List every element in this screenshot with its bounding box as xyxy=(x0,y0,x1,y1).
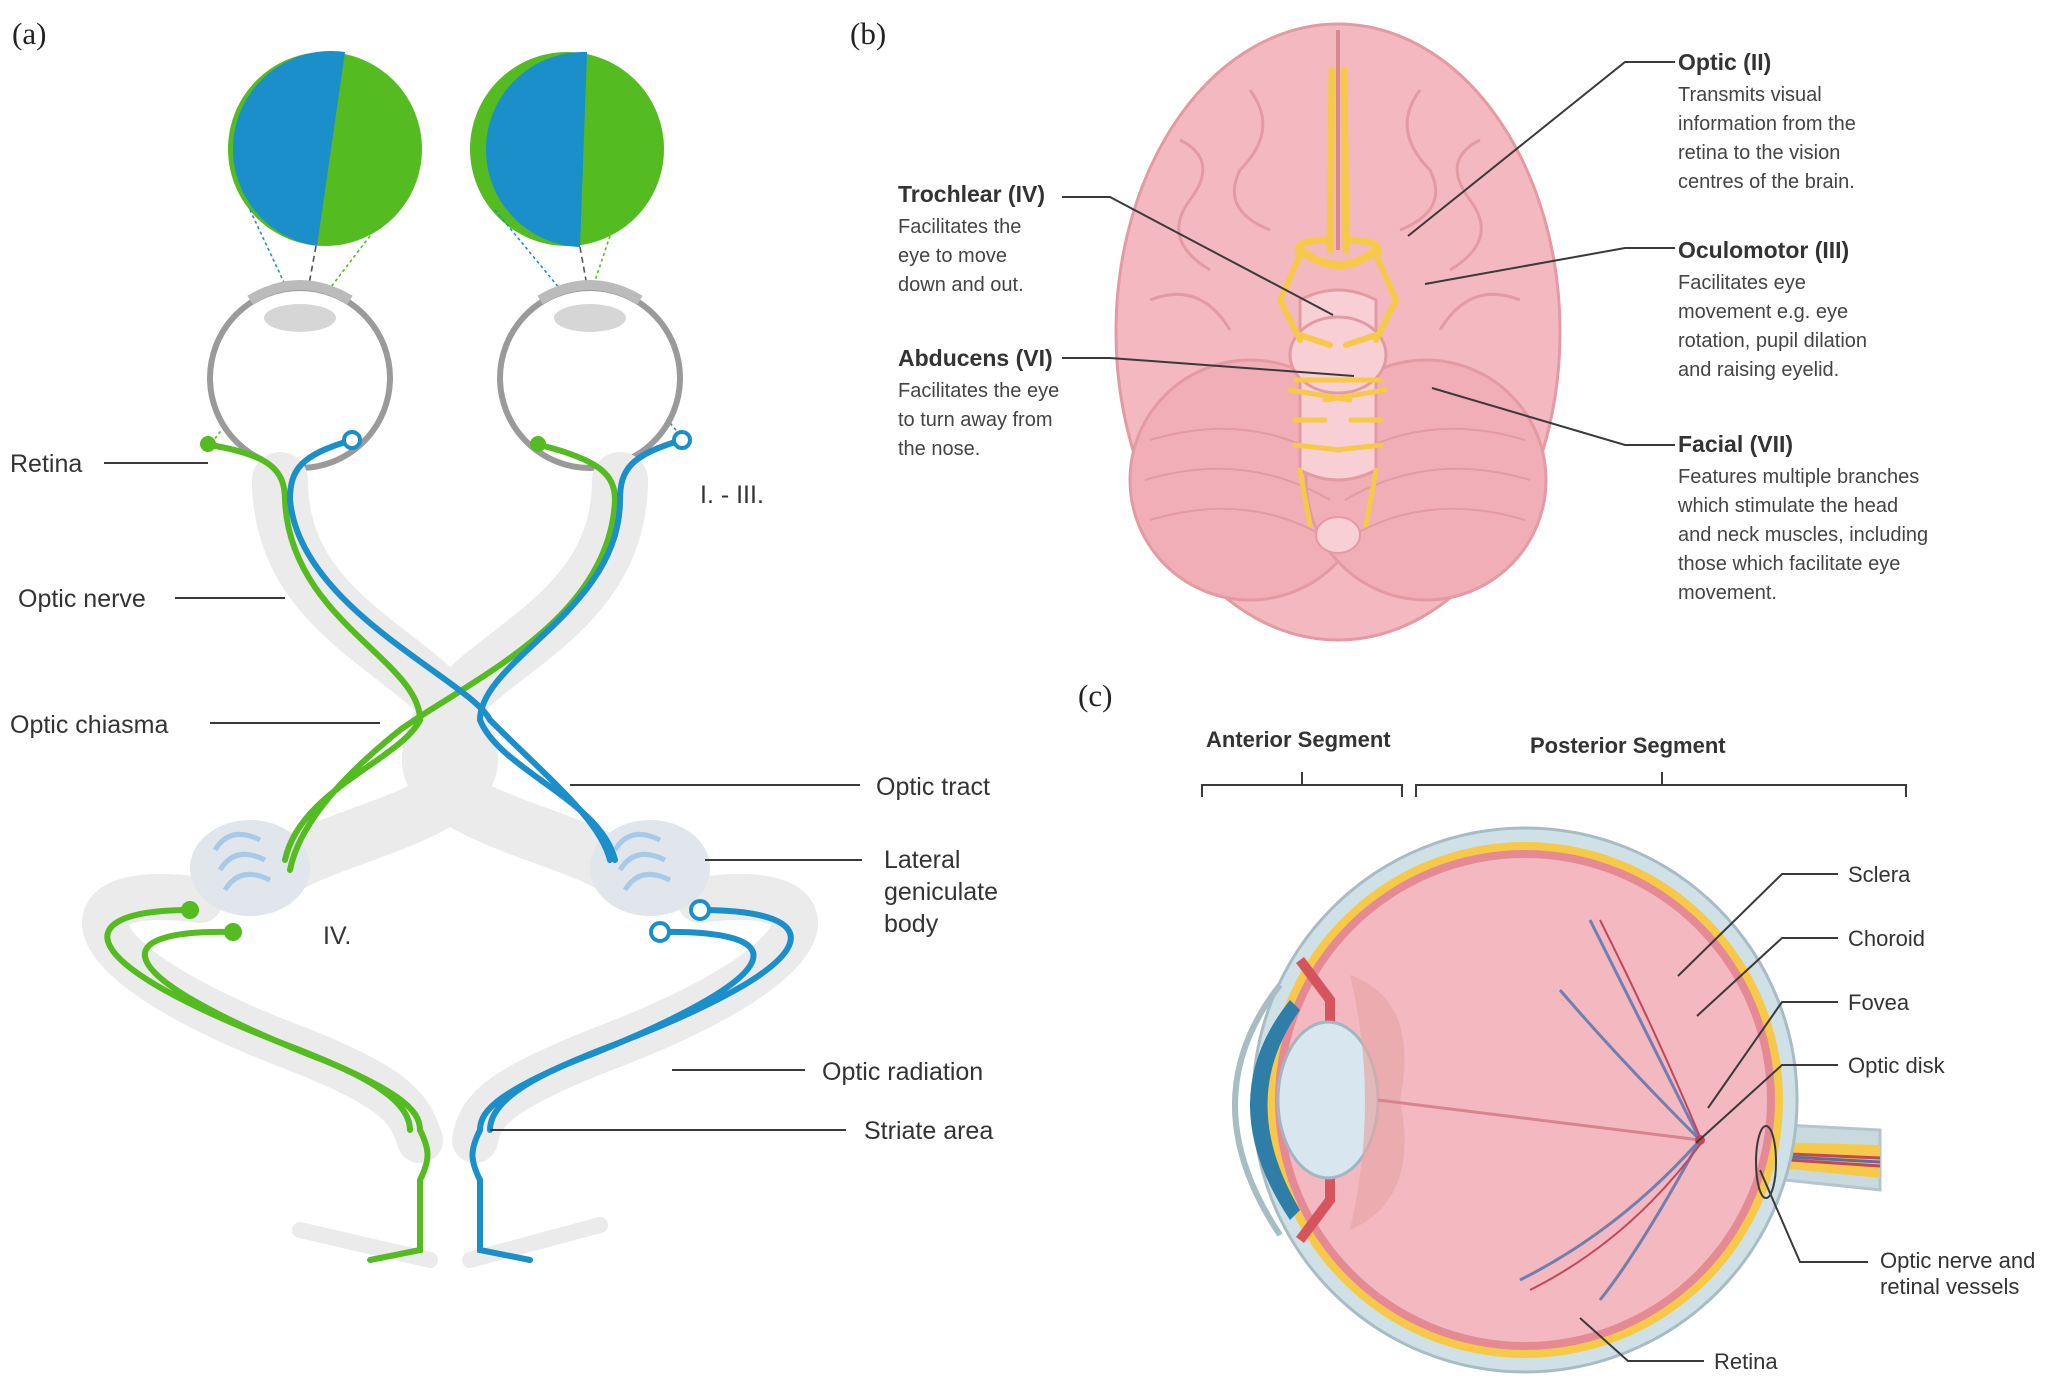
left-eye-nasal-retina-point xyxy=(342,430,362,450)
cranial-nerve-leaders xyxy=(1062,61,1675,446)
label-striate-area: Striate area xyxy=(864,1117,993,1145)
right-lateral-geniculate-body xyxy=(590,820,710,916)
panel-a-letter: (a) xyxy=(12,16,46,51)
nerve-desc-facial-vii-line-3: and neck muscles, including xyxy=(1678,524,1928,546)
nerve-desc-abducens-vi-line-2: to turn away from xyxy=(898,409,1053,431)
cranial-nerves-illustration xyxy=(1276,66,1400,528)
brain-illustration xyxy=(1114,22,1562,642)
panel-b-letter: (b) xyxy=(850,16,886,51)
leader-fovea xyxy=(1707,1001,1838,1109)
eye-cross-section xyxy=(1232,826,1882,1374)
leader-abducens-vi xyxy=(1062,357,1355,377)
nerve-title-abducens-vi: Abducens (VI) xyxy=(898,345,1053,371)
label-optic-nerve: Optic nerve xyxy=(18,585,146,613)
leader-trochlear-iv xyxy=(1062,196,1334,316)
nerve-desc-optic-ii-line-2: information from the xyxy=(1678,113,1856,135)
bracket-posterior xyxy=(1415,784,1907,797)
label-anterior-segment: Anterior Segment xyxy=(1206,727,1391,752)
label-posterior-segment: Posterior Segment xyxy=(1530,733,1726,758)
nerve-title-facial-vii: Facial (VII) xyxy=(1678,431,1793,457)
left-eye-temporal-retina-point xyxy=(200,436,216,452)
nerve-title-trochlear-iv: Trochlear (IV) xyxy=(898,181,1045,207)
nerve-desc-oculomotor-iii-line-4: and raising eyelid. xyxy=(1678,359,1839,381)
nerve-desc-facial-vii-line-1: Features multiple branches xyxy=(1678,466,1919,488)
left-lgb-green-node-2 xyxy=(224,923,242,941)
nerve-desc-trochlear-iv-line-3: down and out. xyxy=(898,274,1024,296)
panel-a: (a) xyxy=(10,16,998,1268)
leader-choroid xyxy=(1696,937,1838,1017)
bracket-anterior xyxy=(1201,784,1403,797)
blue-visual-pathway xyxy=(286,437,794,1263)
label-optic-tract: Optic tract xyxy=(876,773,990,801)
nerve-desc-oculomotor-iii-line-2: movement e.g. eye xyxy=(1678,301,1848,323)
leader-sclera xyxy=(1677,873,1838,977)
label-optic-nerve-line1: Optic nerve and xyxy=(1880,1248,2035,1273)
left-lgb-green-node-1 xyxy=(181,901,199,919)
right-eye-nasal-retina-point xyxy=(530,436,546,452)
leader-optic-ii xyxy=(1407,61,1675,237)
leader-oculomotor-iii xyxy=(1424,247,1675,285)
label-optic-nerve-line2: retinal vessels xyxy=(1880,1274,2019,1299)
left-eye xyxy=(207,280,393,471)
label-stage-iv: IV. xyxy=(323,922,351,950)
nerve-desc-abducens-vi-line-1: Facilitates the eye xyxy=(898,380,1059,402)
nerve-desc-oculomotor-iii-line-1: Facilitates eye xyxy=(1678,272,1806,294)
left-lateral-geniculate-body xyxy=(190,820,310,916)
nerve-desc-abducens-vi-line-3: the nose. xyxy=(898,438,980,460)
green-visual-pathway xyxy=(104,442,619,1263)
label-lgb-line2: geniculate xyxy=(884,878,998,906)
label-optic-chiasma: Optic chiasma xyxy=(10,711,168,739)
right-eye xyxy=(497,280,683,471)
label-stage-i-iii: I. - III. xyxy=(700,481,764,509)
label-retina: Retina xyxy=(10,450,82,478)
label-fovea: Fovea xyxy=(1848,990,1910,1015)
nerve-desc-facial-vii-line-4: those which facilitate eye xyxy=(1678,553,1900,575)
panel-c-letter: (c) xyxy=(1078,678,1112,713)
leader-retina-c xyxy=(1579,1317,1704,1362)
right-visual-field xyxy=(470,51,664,247)
nerve-desc-optic-ii-line-1: Transmits visual xyxy=(1678,84,1822,106)
nerve-desc-oculomotor-iii-line-3: rotation, pupil dilation xyxy=(1678,330,1867,352)
nerve-title-oculomotor-iii: Oculomotor (III) xyxy=(1678,237,1849,263)
panel-b: (b) xyxy=(850,16,1928,642)
right-lgb-blue-node-1 xyxy=(689,899,711,921)
nerve-desc-trochlear-iv-line-2: eye to move xyxy=(898,245,1007,267)
label-optic-disk: Optic disk xyxy=(1848,1053,1946,1078)
leader-optic-disk xyxy=(1695,1064,1838,1144)
nerve-desc-trochlear-iv-line-1: Facilitates the xyxy=(898,216,1021,238)
nerve-desc-facial-vii-line-5: movement. xyxy=(1678,582,1777,604)
label-choroid: Choroid xyxy=(1848,926,1925,951)
segment-brackets xyxy=(1201,772,1907,797)
left-visual-field xyxy=(228,50,422,246)
cranial-nerve-descriptions: Optic (II) Transmits visual information fr… xyxy=(898,49,1928,604)
label-sclera: Sclera xyxy=(1848,862,1911,887)
nerve-desc-optic-ii-line-4: centres of the brain. xyxy=(1678,171,1855,193)
panel-c: (c) Anterior Segment Posterior Segment xyxy=(1078,678,2035,1374)
right-eye-temporal-retina-point xyxy=(672,430,692,450)
label-lgb-line3: body xyxy=(884,910,939,938)
nerve-desc-optic-ii-line-3: retina to the vision xyxy=(1678,142,1840,164)
label-retina-c: Retina xyxy=(1714,1349,1778,1374)
label-optic-radiation: Optic radiation xyxy=(822,1058,983,1086)
right-lgb-blue-node-2 xyxy=(649,921,671,943)
label-lgb-line1: Lateral xyxy=(884,846,960,874)
leader-facial-vii xyxy=(1431,387,1675,446)
nerve-desc-facial-vii-line-2: which stimulate the head xyxy=(1677,495,1898,517)
nerve-title-optic-ii: Optic (II) xyxy=(1678,49,1771,75)
leader-optic-nerve xyxy=(1759,1169,1868,1263)
